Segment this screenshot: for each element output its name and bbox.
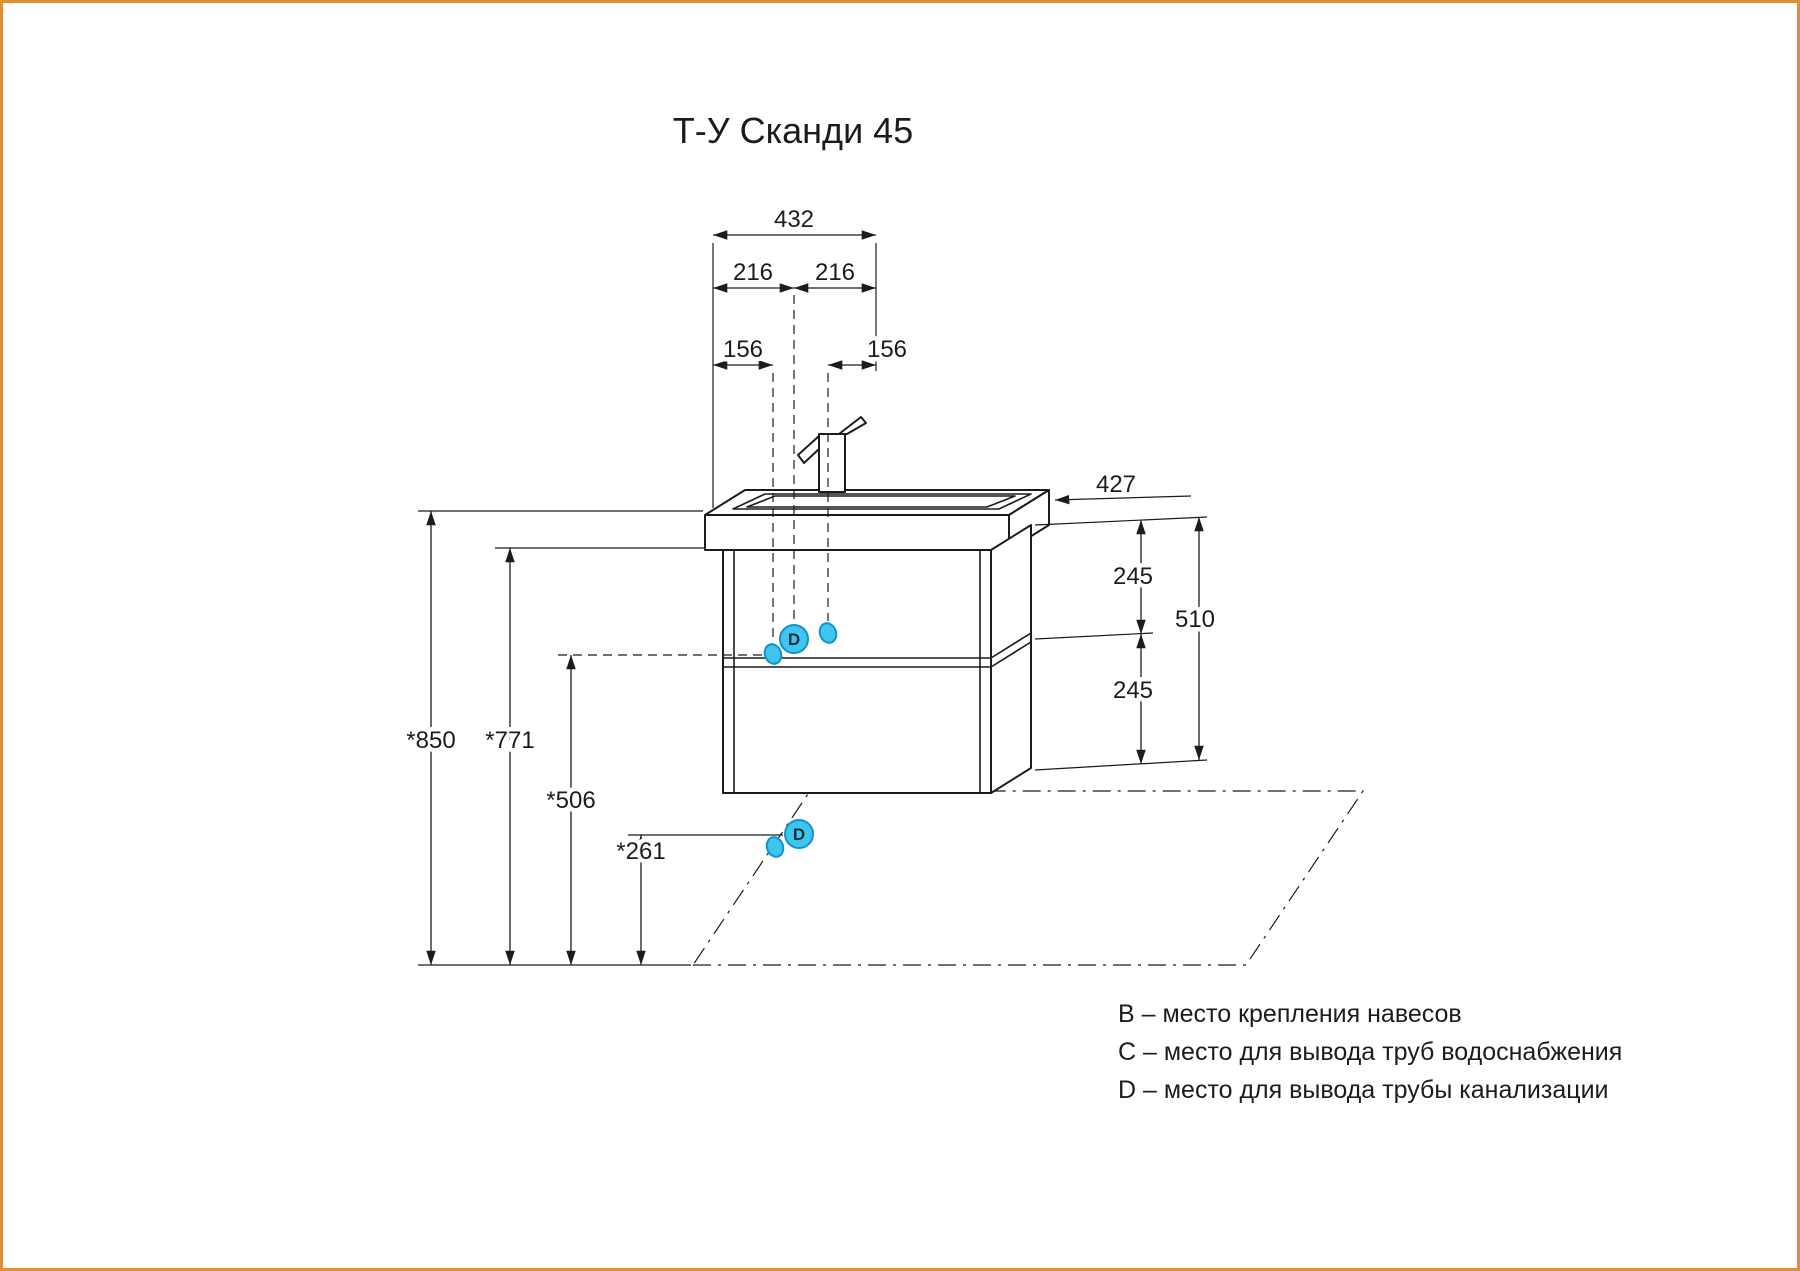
water-supply-marker-left: [763, 643, 783, 665]
drawing-title: Т-У Сканди 45: [673, 110, 913, 151]
top-dimensions: 432 216 216 156 156: [712, 202, 912, 508]
legend: B – место крепления навесов C – место дл…: [1118, 1000, 1622, 1104]
technical-drawing: Т-У Сканди 45 *850 *771 *506 *261: [402, 110, 1623, 1104]
dim-label-offset-left: 156: [723, 336, 763, 363]
extension-line-divider-right: [1034, 632, 1154, 640]
basin-rim-outline: [732, 493, 1032, 510]
drawer-divider-side-upper-line: [990, 632, 1032, 659]
dim-label-height-drain: *261: [616, 838, 665, 865]
reference-lines: [558, 295, 829, 656]
washbasin-front-face: [704, 514, 1010, 551]
faucet-lever: [838, 416, 867, 435]
water-supply-marker-bottom: [765, 836, 785, 858]
cabinet-side-face: [990, 524, 1032, 794]
dim-label-half-right: 216: [815, 259, 855, 286]
floor-plane: [691, 790, 1365, 966]
vanity-unit: [704, 416, 1050, 794]
cabinet-front-face: [722, 549, 992, 794]
legend-item-c: C – место для вывода труб водоснабжения: [1118, 1038, 1622, 1066]
faucet: [797, 416, 867, 493]
wall-outlet-markers: D D: [763, 622, 838, 858]
drawer-divider-side-lower-line: [990, 641, 1032, 668]
water-supply-marker-right: [818, 622, 838, 644]
floor-outline: [691, 790, 1365, 966]
legend-item-b: B – место крепления навесов: [1118, 1000, 1462, 1028]
dim-label-drawer-lower: 245: [1113, 677, 1153, 704]
drain-marker-bottom: [784, 819, 814, 849]
dim-label-offset-right: 156: [867, 336, 907, 363]
drain-marker-middle: [779, 624, 809, 654]
dim-label-height-total: *850: [406, 727, 455, 754]
dim-label-depth: 427: [1096, 471, 1136, 498]
faucet-body: [818, 433, 846, 493]
legend-item-d: D – место для вывода трубы канализации: [1118, 1076, 1609, 1104]
drain-marker-bottom-label: D: [793, 825, 805, 844]
dim-label-width-total: 432: [774, 206, 814, 233]
basin-bowl-outline: [746, 495, 1016, 508]
dim-label-height-worktop: *771: [485, 727, 534, 754]
dim-label-half-left: 216: [733, 259, 773, 286]
drain-marker-middle-label: D: [788, 630, 800, 649]
dim-label-cabinet-height: 510: [1175, 606, 1215, 633]
dim-label-drawer-upper: 245: [1113, 563, 1153, 590]
dim-line-427: [1054, 494, 1192, 505]
faucet-spout: [797, 435, 820, 464]
left-dimensions: *850 *771 *506 *261: [402, 510, 783, 966]
extension-line-cabinet-top-right: [1034, 516, 1208, 526]
right-dimensions: 427 245 245 510: [1034, 467, 1220, 771]
dim-label-height-supply: *506: [546, 787, 595, 814]
extension-line-cabinet-bottom-right: [1034, 759, 1208, 771]
